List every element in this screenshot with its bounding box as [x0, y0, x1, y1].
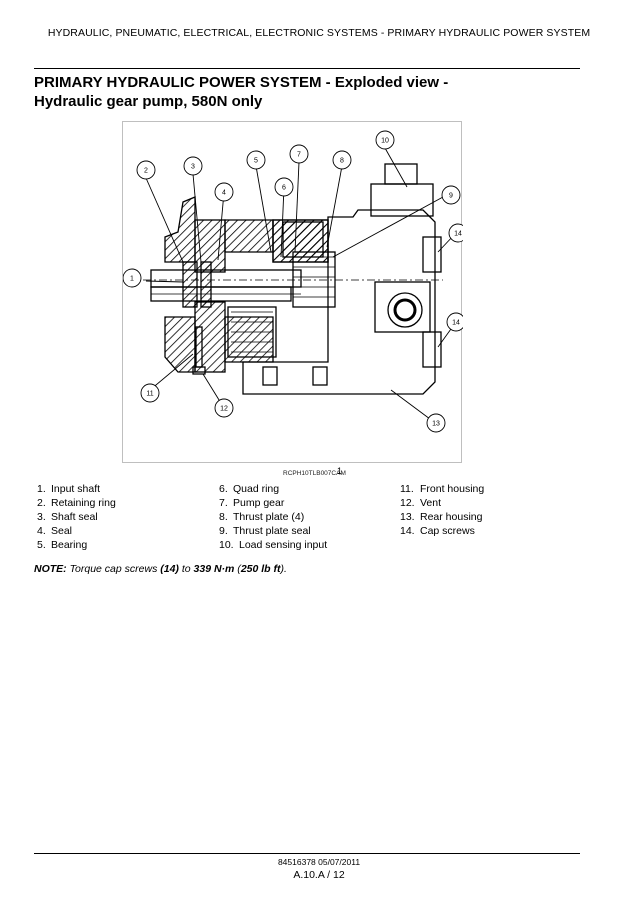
legend-item: 4.Seal — [37, 525, 73, 537]
page-title-line-2: Hydraulic gear pump, 580N only — [34, 93, 263, 110]
callout-14-upper: 14 — [448, 223, 463, 243]
callout-5: 5 — [246, 150, 266, 170]
running-header: HYDRAULIC, PNEUMATIC, ELECTRICAL, ELECTR… — [47, 27, 591, 39]
svg-text:10: 10 — [381, 138, 389, 145]
page-title-line-1: PRIMARY HYDRAULIC POWER SYSTEM - Explode… — [34, 74, 449, 91]
svg-text:12: 12 — [220, 406, 228, 413]
svg-text:14: 14 — [452, 320, 460, 327]
svg-text:14: 14 — [454, 231, 462, 238]
callout-12: 12 — [214, 398, 234, 418]
legend-item: 6.Quad ring — [219, 483, 280, 495]
legend-column-1: 1.Input shaft 2.Retaining ring 3.Shaft s… — [37, 482, 116, 552]
pump-body — [143, 163, 443, 395]
legend-item: 9.Thrust plate seal — [219, 525, 311, 537]
figure-number: 1 — [337, 466, 343, 476]
legend-item: 7.Pump gear — [219, 497, 285, 509]
callout-7: 7 — [289, 144, 309, 164]
callout-11: 11 — [140, 383, 160, 403]
legend-item: 10.Load sensing input — [219, 539, 328, 551]
callout-4: 4 — [214, 182, 234, 202]
legend-column-2: 6.Quad ring 7.Pump gear 8.Thrust plate (… — [219, 482, 327, 552]
legend-item: 12.Vent — [400, 497, 442, 509]
callout-bubbles: 1 2 3 4 5 6 7 8 9 10 11 12 13 14 14 — [123, 130, 463, 433]
legend-item: 14.Cap screws — [400, 525, 475, 537]
footer-rule — [34, 853, 580, 854]
callout-8: 8 — [332, 150, 352, 170]
header-rule — [34, 68, 580, 69]
legend-item: 11.Front housing — [400, 483, 485, 495]
legend-item: 2.Retaining ring — [37, 497, 116, 509]
callout-10: 10 — [375, 130, 395, 150]
svg-text:3: 3 — [191, 164, 195, 171]
svg-text:11: 11 — [146, 391, 153, 398]
svg-text:2: 2 — [144, 168, 148, 175]
svg-text:6: 6 — [282, 185, 286, 192]
gear-pump-drawing: 1 2 3 4 5 6 7 8 9 10 11 12 13 14 14 — [123, 130, 463, 433]
document-reference: 84516378 05/07/2011 — [277, 857, 361, 867]
callout-2: 2 — [136, 160, 156, 180]
legend-column-3: 11.Front housing 12.Vent 13.Rear housing… — [400, 482, 484, 538]
callout-3: 3 — [183, 156, 203, 176]
callout-14-lower: 14 — [446, 312, 463, 332]
svg-text:5: 5 — [254, 158, 258, 165]
exploded-view-figure: 1 2 3 4 5 6 7 8 9 10 11 12 13 14 14 — [122, 121, 463, 463]
note-torque-imperial: 250 lb ft — [240, 563, 281, 575]
torque-note: NOTE: Torque cap screws (14) to 339 N·m … — [34, 563, 287, 575]
svg-text:7: 7 — [297, 152, 301, 159]
svg-text:4: 4 — [222, 190, 226, 197]
callout-1: 1 — [123, 268, 142, 288]
legend-item: 8.Thrust plate (4) — [219, 511, 305, 523]
callout-13: 13 — [426, 413, 446, 433]
page-title: PRIMARY HYDRAULIC POWER SYSTEM - Explode… — [34, 73, 580, 111]
legend-item: 13.Rear housing — [400, 511, 483, 523]
figure-code: RCPH10TLB007CAM — [283, 470, 346, 477]
note-torque-value: 339 N·m — [193, 563, 235, 575]
callout-6: 6 — [274, 177, 294, 197]
note-ref: (14) — [160, 563, 179, 575]
svg-text:13: 13 — [432, 421, 440, 428]
leader-lines — [145, 147, 457, 423]
legend-item: 3.Shaft seal — [37, 511, 98, 523]
note-label: NOTE: — [34, 563, 67, 575]
callout-9: 9 — [441, 185, 461, 205]
svg-text:9: 9 — [449, 193, 453, 200]
page-number: A.10.A / 12 — [293, 869, 345, 881]
svg-text:8: 8 — [340, 158, 344, 165]
svg-text:1: 1 — [130, 276, 134, 283]
legend-item: 5.Bearing — [37, 539, 88, 551]
legend-item: 1.Input shaft — [37, 483, 101, 495]
